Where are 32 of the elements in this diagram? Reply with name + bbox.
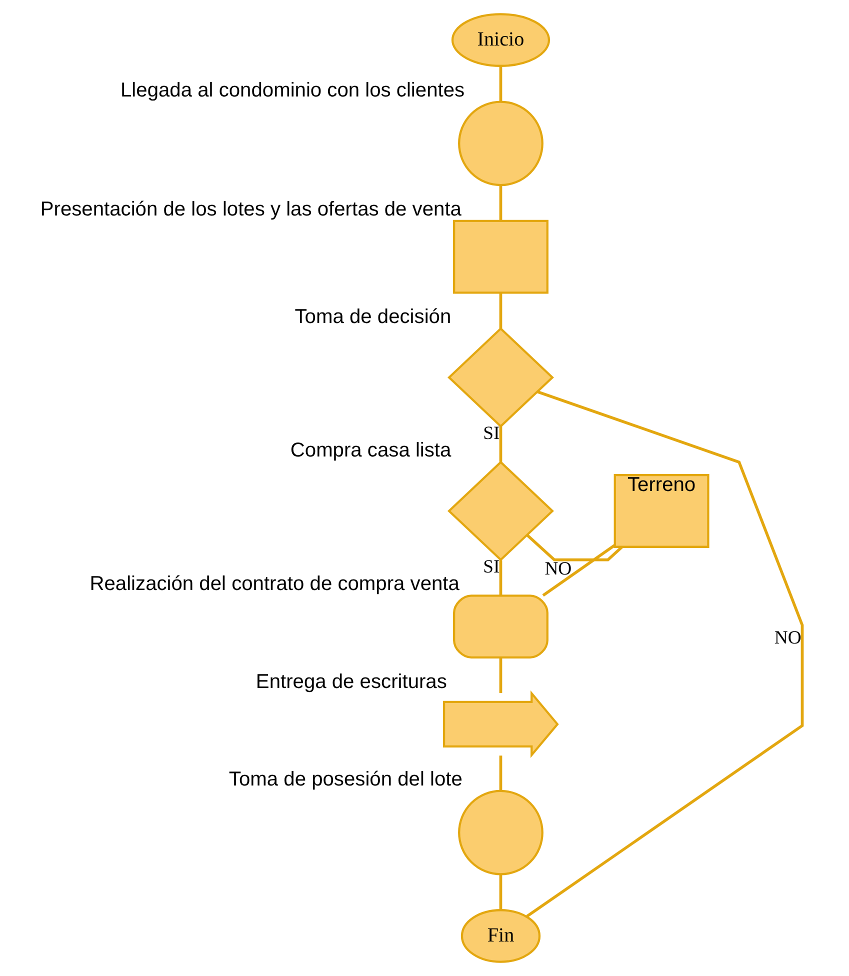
edge-label: NO <box>774 627 801 648</box>
node-delay <box>452 594 548 658</box>
connector <box>498 657 502 693</box>
node-circle <box>458 790 543 876</box>
node-label: Entrega de escrituras <box>255 670 446 693</box>
node-diamond <box>446 327 554 428</box>
connector <box>498 292 502 328</box>
node-circle <box>458 100 543 186</box>
connector <box>526 390 804 918</box>
connector <box>526 534 622 562</box>
node-label: Toma de decisión <box>294 306 451 328</box>
edge-label: NO <box>544 558 572 580</box>
connector <box>498 426 502 462</box>
connector <box>542 544 615 597</box>
node-label: Realización del contrato de compra venta <box>89 573 459 596</box>
node-label: Presentación de los lotes y las ofertas de venta <box>40 198 461 220</box>
edge-label: SI <box>482 422 500 444</box>
node-label: Toma de posesión del lote <box>228 768 462 790</box>
edge-label: SI <box>482 556 500 578</box>
connector <box>498 66 502 102</box>
node-label: Llegada al condominio con los clientes <box>120 79 464 102</box>
connector <box>498 560 502 596</box>
node-label: Compra casa lista <box>290 440 451 462</box>
node-box: Terreno <box>613 474 709 548</box>
node-arrow <box>442 690 558 758</box>
connector <box>498 756 502 791</box>
node-ellipse: Inicio <box>450 13 550 67</box>
connector <box>498 185 502 221</box>
node-ellipse: Fin <box>460 909 540 963</box>
node-diamond <box>446 460 554 562</box>
node-box <box>452 220 548 294</box>
connector <box>498 874 502 910</box>
